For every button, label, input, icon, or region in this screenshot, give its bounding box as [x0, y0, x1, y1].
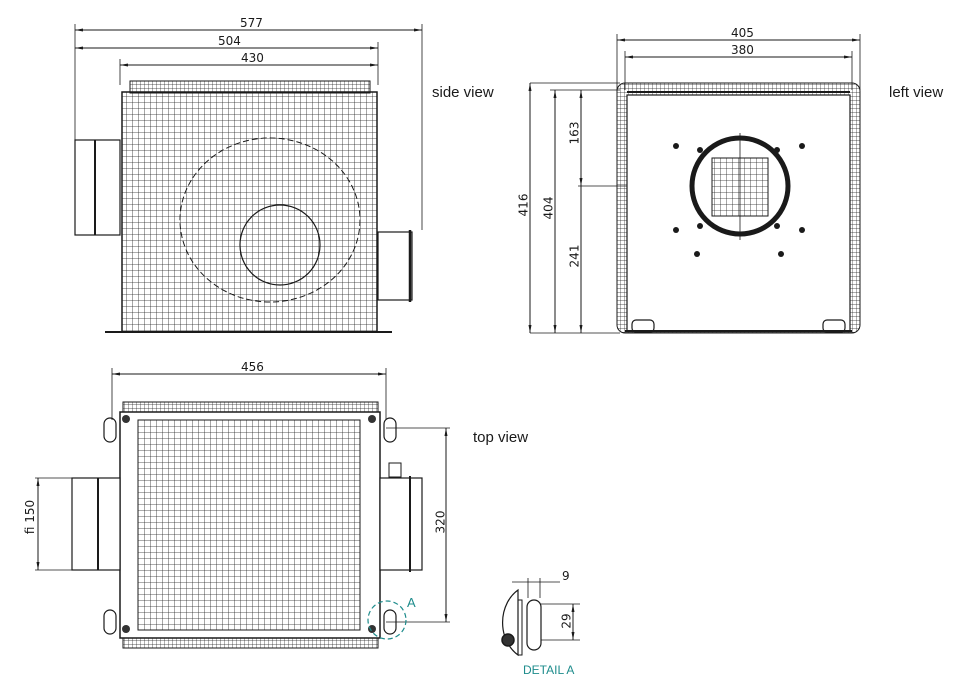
dim-side-504: 504 — [218, 34, 241, 48]
dim-left-416: 416 — [516, 193, 531, 217]
dim-side-577: 577 — [240, 16, 263, 30]
side-view-drawing — [74, 24, 423, 333]
dim-left-163: 163 — [567, 121, 582, 145]
dim-left-404: 404 — [541, 196, 556, 220]
detail-a-callout — [367, 600, 407, 640]
dim-top-inlet-diameter: fi 150 — [23, 499, 38, 535]
dim-left-380: 380 — [731, 43, 754, 57]
left-view-label: left view — [889, 84, 944, 101]
detail-a-marker: A — [407, 595, 416, 610]
dim-left-241: 241 — [567, 244, 582, 268]
dim-detail-29: 29 — [559, 613, 574, 629]
mounting-holes — [673, 143, 805, 257]
dim-top-320: 320 — [433, 510, 448, 534]
detail-a-drawing — [501, 578, 580, 657]
dim-detail-9: 9 — [562, 569, 570, 583]
dim-side-430: 430 — [241, 51, 264, 65]
top-view-label: top view — [473, 429, 529, 446]
left-view-drawing — [528, 34, 861, 334]
detail-a-label: DETAIL A — [523, 663, 575, 677]
dim-top-456: 456 — [241, 360, 264, 374]
top-view-drawing — [35, 368, 450, 649]
side-view-label: side view — [432, 84, 494, 101]
dim-left-405: 405 — [731, 26, 754, 40]
